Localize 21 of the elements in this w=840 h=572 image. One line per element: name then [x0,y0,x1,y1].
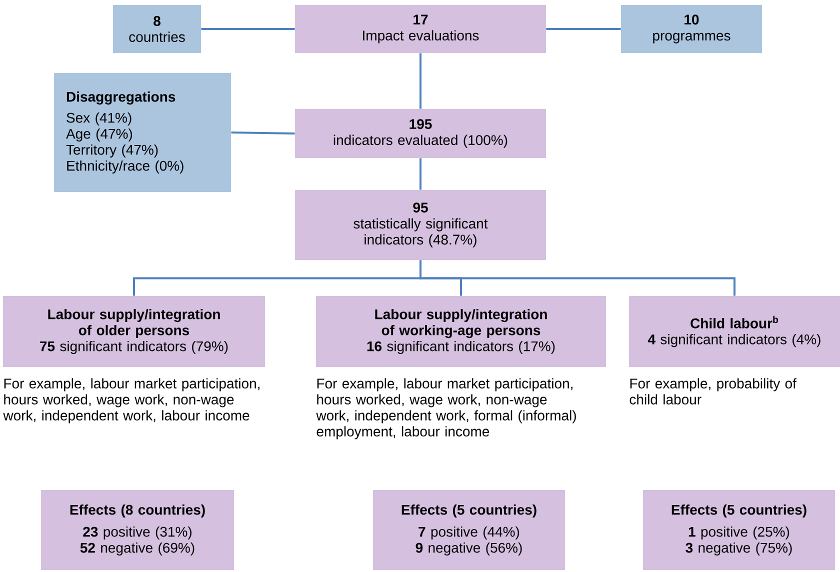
category-box: Labour supply/integration of older persons 75 significant indicators (79%) [3,296,265,367]
count-box: 8 countries [113,5,201,53]
example-text: For example, probability of child labour [630,378,796,404]
count-box: 10 programmes [621,5,762,53]
connector-line [420,260,736,296]
connector-line [201,28,295,30]
connector-line [546,28,621,30]
process-box: 17 Impact evaluations [295,5,546,53]
example-text: For example, labour market participation, hours worked, wage work, non-wage work, independent work, formal (informal) employment, labour income [316,378,576,440]
effects-box: Effects (5 countries) 1 positive (25%) 3 negative (75%) [643,490,835,570]
example-text: For example, labour market participation, hours worked, wage work, non-wage work, independent work, labour income [3,378,260,424]
process-box: 95 statistically significant indicators (48.7%) [295,190,546,260]
category-box: Labour supply/integration of working-age persons 16 significant indicators (17%) [316,296,606,367]
process-box: 195 indicators evaluated (100%) [295,109,546,158]
connector-line [420,53,422,109]
connector-line [420,158,422,190]
effects-box: Effects (5 countries) 7 positive (44%) 9 negative (56%) [373,490,565,570]
category-box: Child labour$^{b}$ 4 significant indicators (4%) [629,296,840,367]
connector-line [231,132,295,134]
info-box: Disaggregations Sex (41%) Age (47%) Territory (47%) Ethnicity/race (0%) [54,73,231,192]
effects-box: Effects (8 countries) 23 positive (31%) 52 negative (69%) [41,490,234,570]
